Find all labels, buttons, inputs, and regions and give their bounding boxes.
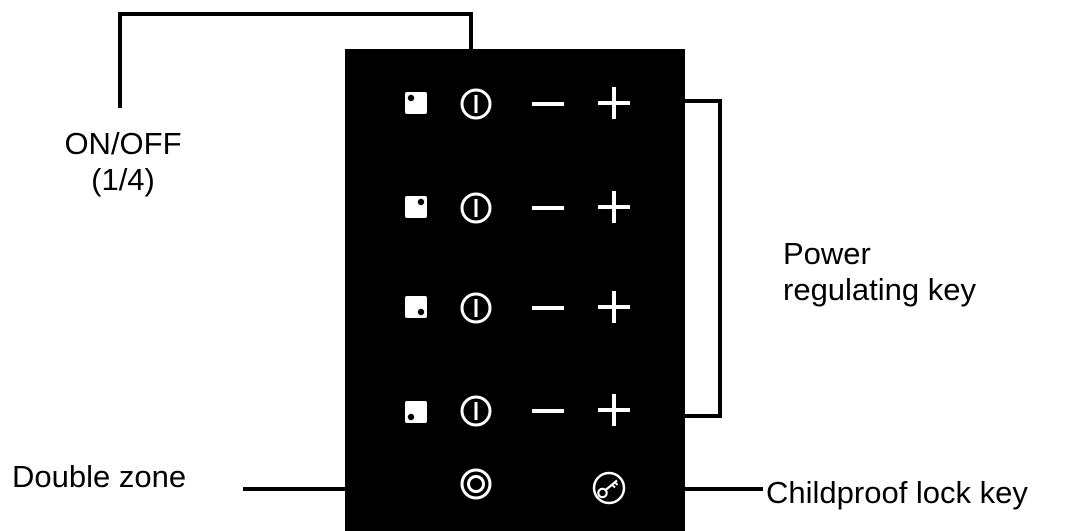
double-zone-leader <box>243 487 345 491</box>
double-zone-label: Double zone <box>12 459 187 494</box>
on-off-leader-vertical-right <box>469 12 473 49</box>
power-icon[interactable] <box>460 395 492 427</box>
minus-icon[interactable] <box>532 408 564 414</box>
zone-indicator-rear-left <box>405 92 427 114</box>
minus-icon[interactable] <box>532 305 564 311</box>
power-bracket-vertical <box>718 99 722 418</box>
power-bracket-bottom <box>685 414 722 418</box>
zone-indicator-front-left <box>405 401 427 423</box>
on-off-leader-vertical-left <box>118 12 122 108</box>
plus-icon[interactable] <box>598 394 630 426</box>
on-off-label-line2: (1/4) <box>91 162 155 197</box>
childproof-leader <box>685 487 763 491</box>
plus-icon[interactable] <box>598 291 630 323</box>
power-bracket-top <box>685 99 722 103</box>
power-label-line2: regulating key <box>783 272 977 307</box>
plus-icon[interactable] <box>598 191 630 223</box>
power-label-line1: Power <box>783 236 871 271</box>
minus-icon[interactable] <box>532 101 564 107</box>
on-off-leader-horizontal <box>118 12 472 16</box>
control-panel <box>345 49 685 531</box>
power-icon[interactable] <box>460 292 492 324</box>
zone-indicator-front-right <box>405 296 427 318</box>
childproof-lock-label: Childproof lock key <box>766 475 1028 510</box>
power-regulating-label: Power regulating key <box>783 236 976 308</box>
power-icon[interactable] <box>460 192 492 224</box>
power-icon[interactable] <box>460 88 492 120</box>
on-off-label: ON/OFF (1/4) <box>48 126 198 198</box>
plus-icon[interactable] <box>598 87 630 119</box>
on-off-label-line1: ON/OFF <box>64 126 182 161</box>
minus-icon[interactable] <box>532 205 564 211</box>
zone-indicator-rear-right <box>405 196 427 218</box>
double-zone-icon[interactable] <box>460 468 492 500</box>
key-lock-icon[interactable] <box>592 471 626 505</box>
